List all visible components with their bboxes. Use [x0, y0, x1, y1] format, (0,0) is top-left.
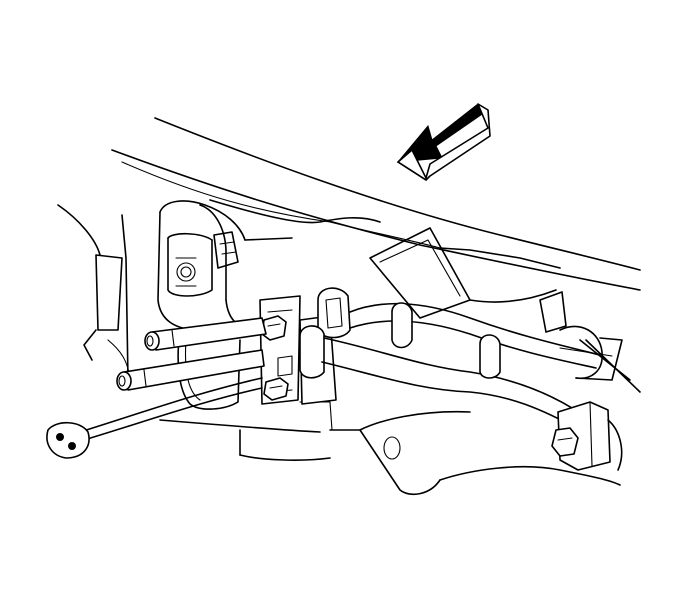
cooler-hose-lower: [321, 334, 591, 431]
line-fitting-rod: [46, 377, 263, 459]
cooler-line-lower: [116, 349, 265, 391]
front-arrow-icon: [396, 103, 491, 181]
cooler-line-upper: [144, 317, 267, 351]
bolt-lower: [263, 355, 293, 401]
left-bracket: [57, 204, 131, 381]
upper-frame-rail: [111, 117, 641, 291]
right-mount-bracket: [369, 227, 641, 393]
bolt-upper: [261, 315, 287, 341]
cooler-hose-upper: [349, 302, 601, 369]
right-clamp-block: [551, 401, 623, 471]
compressor-housing: [157, 200, 293, 410]
